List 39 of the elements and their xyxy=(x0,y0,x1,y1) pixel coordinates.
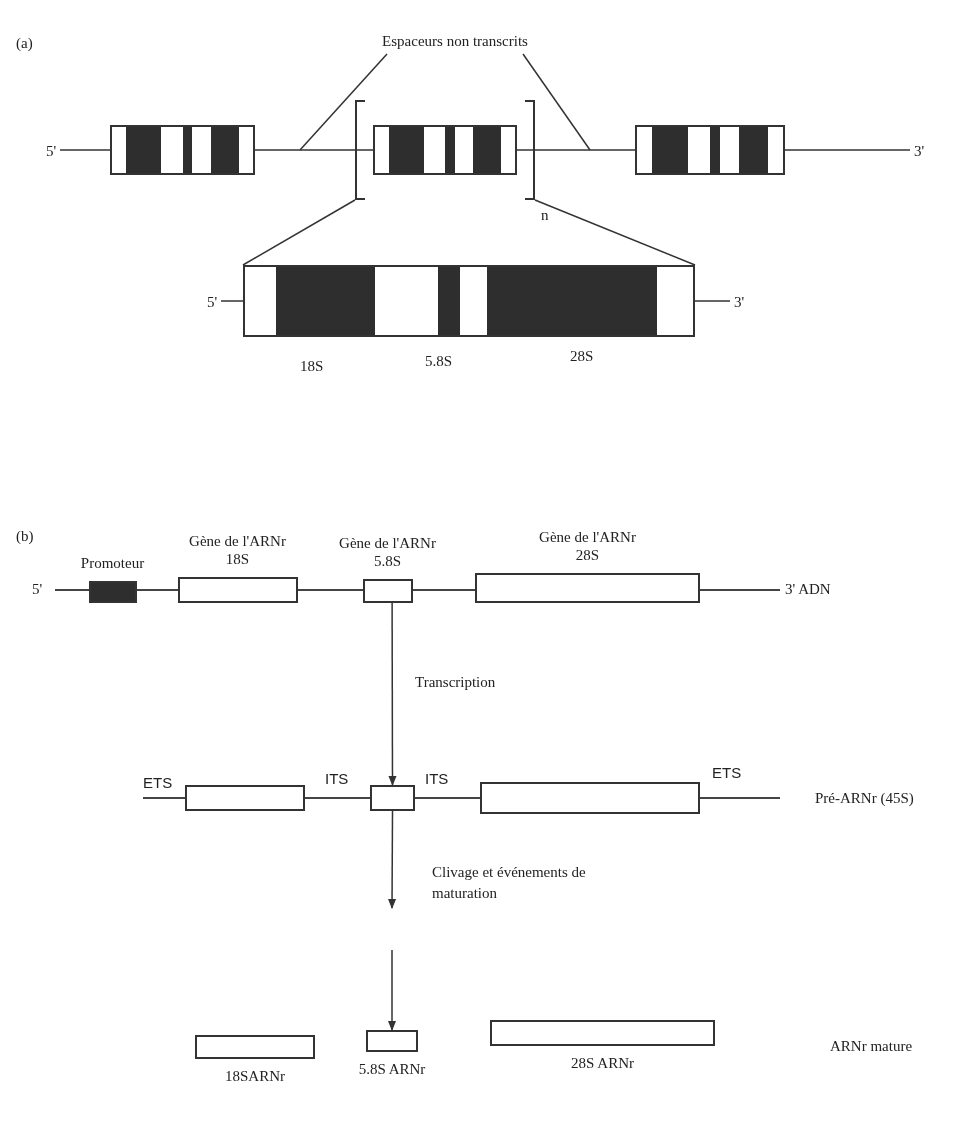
dna-strand xyxy=(694,300,731,302)
strand-end-label: 3' xyxy=(730,291,748,311)
segment-label: 28S xyxy=(570,347,594,366)
expansion-line xyxy=(242,199,356,266)
gene-label: Gène de l'ARNr 18S xyxy=(188,531,287,569)
spacer-label: ITS xyxy=(425,769,449,789)
spacer-label: ETS xyxy=(143,773,173,793)
strand-end-label: 3' ADN xyxy=(785,580,831,599)
expansion-line xyxy=(534,199,696,266)
strand-end-label: 5' xyxy=(42,140,60,160)
gene-label: Gène de l'ARNr 28S xyxy=(538,527,637,565)
gene-label: Promoteur xyxy=(80,554,145,573)
dna-strand xyxy=(516,149,636,151)
spacer-label: ITS xyxy=(325,769,349,789)
arrow xyxy=(388,602,397,787)
arrow xyxy=(387,949,397,1032)
strand-end-label: 5' xyxy=(203,291,221,311)
dna-strand xyxy=(59,149,111,151)
repeat-count-label: n xyxy=(541,206,549,225)
dna-strand xyxy=(220,300,244,302)
gene-label: 28S ARNr xyxy=(571,1054,634,1073)
leader-line xyxy=(299,53,388,151)
arrow xyxy=(387,810,397,910)
rna-label: ARNr mature xyxy=(830,1037,913,1056)
dna-strand xyxy=(784,149,911,151)
spacer-label: Espaceurs non transcrits xyxy=(370,30,540,54)
spacer-label: ETS xyxy=(712,763,742,783)
panel-label: (b) xyxy=(16,527,34,546)
segment-label: 18S xyxy=(300,357,324,376)
strand-end-label: 5' xyxy=(32,580,43,599)
strand-end-label: 3' xyxy=(910,140,928,160)
dna-strand xyxy=(254,149,374,151)
rna-label: Pré-ARNr (45S) xyxy=(815,789,914,808)
gene-label: 5.8S ARNr xyxy=(358,1060,426,1079)
leader-line xyxy=(522,53,591,151)
gene-label: 18SARNr xyxy=(225,1067,285,1086)
segment-label: 5.8S xyxy=(425,352,453,371)
gene-label: Gène de l'ARNr 5.8S xyxy=(338,533,437,571)
panel-label: (a) xyxy=(16,34,33,53)
